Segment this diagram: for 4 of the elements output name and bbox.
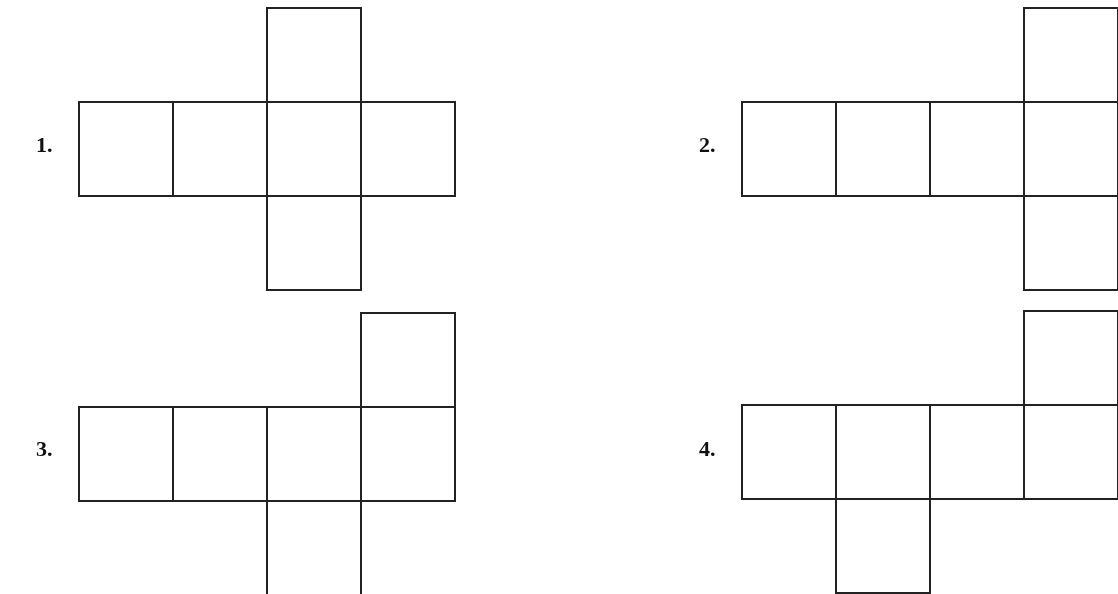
- figure-number: 3.: [36, 438, 53, 460]
- figure-number: 1.: [36, 134, 53, 156]
- figure-number: 2.: [699, 134, 716, 156]
- figure-number: 4.: [699, 438, 716, 460]
